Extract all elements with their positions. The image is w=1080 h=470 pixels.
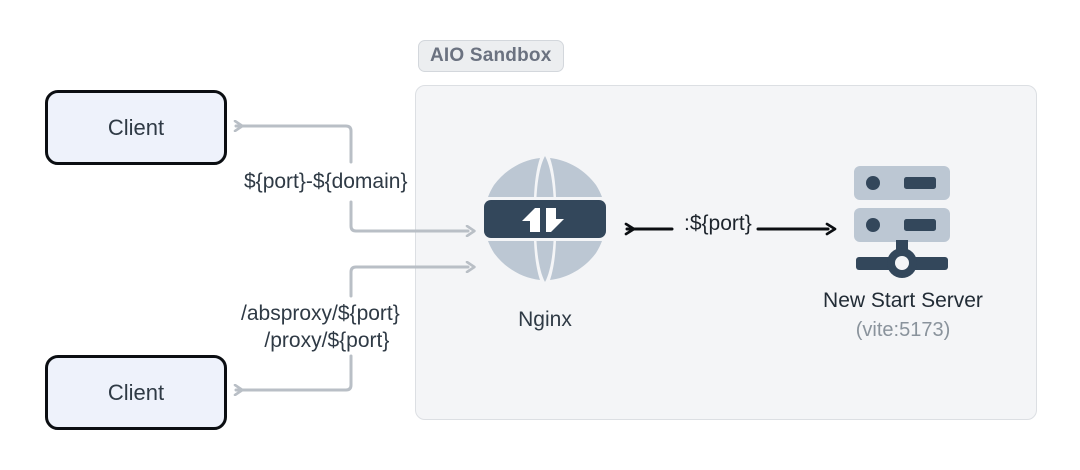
edge-domain-route	[236, 126, 468, 231]
globe-exchange-icon	[484, 156, 606, 282]
edge-label-proxy: /absproxy/${port} /proxy/${port}	[241, 300, 400, 355]
client-node-bottom: Client	[45, 355, 227, 430]
edge-label-proxy-path: /proxy/${port}	[264, 329, 390, 353]
server-node	[840, 164, 964, 278]
edge-label-absproxy: /absproxy/${port}	[241, 302, 400, 325]
server-subcaption: (vite:5173)	[855, 319, 951, 341]
nginx-node	[478, 152, 612, 286]
server-caption: New Start Server	[823, 289, 983, 312]
nginx-caption: Nginx	[518, 308, 572, 331]
edge-label-domain: ${port}-${domain}	[244, 170, 408, 193]
client-label: Client	[107, 114, 165, 140]
aio-sandbox-badge: AIO Sandbox	[418, 40, 564, 72]
edge-label-port: :${port}	[684, 212, 752, 235]
server-rack-icon	[854, 166, 950, 278]
client-label: Client	[107, 379, 165, 405]
edge-proxy-route	[236, 267, 468, 390]
client-node-top: Client	[45, 90, 227, 165]
